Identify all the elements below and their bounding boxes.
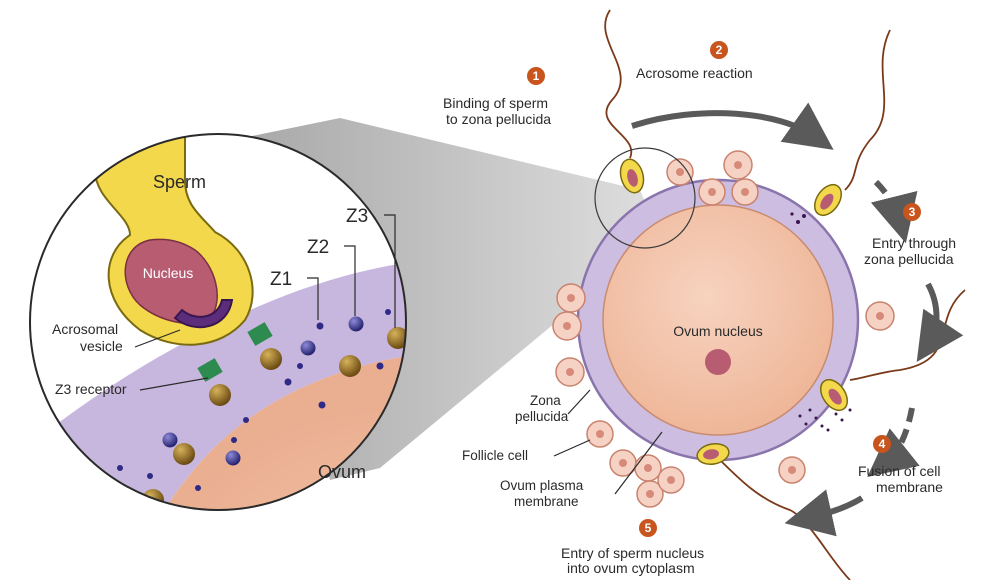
step-3: 3 Entry through zona pellucida: [864, 203, 960, 267]
step-4-label: Fusion of cell membrane: [858, 463, 944, 495]
ovum-nucleus-label: Ovum nucleus: [673, 323, 762, 339]
follicle-cell-label: Follicle cell: [462, 448, 528, 463]
step-2-label: Acrosome reaction: [636, 65, 753, 81]
ovum-plasma-membrane-label: Ovum plasma membrane: [500, 478, 587, 509]
step-4: 4 Fusion of cell membrane: [858, 435, 944, 495]
svg-text:2: 2: [716, 43, 723, 57]
svg-text:4: 4: [879, 437, 886, 451]
z2-label: Z2: [307, 237, 329, 258]
sperm-label: Sperm: [153, 172, 206, 192]
ovum-label: Ovum: [318, 462, 366, 482]
svg-text:1: 1: [533, 69, 540, 83]
step-1-label: Binding of sperm to zona pellucida: [443, 95, 552, 127]
zona-pellucida-leader: [568, 390, 590, 414]
z1-label: Z1: [270, 269, 292, 290]
step-3-label: Entry through zona pellucida: [864, 235, 960, 267]
step-5-label: Entry of sperm nucleus into ovum cytopla…: [561, 545, 708, 576]
follicle-cell-leader: [554, 440, 590, 456]
nucleus-label: Nucleus: [143, 265, 194, 281]
svg-text:5: 5: [645, 521, 652, 535]
main-ovum-body: [603, 205, 833, 435]
svg-text:3: 3: [909, 205, 916, 219]
ovum-nucleus: [705, 349, 731, 375]
z3-label: Z3: [346, 206, 368, 227]
step-2: 2 Acrosome reaction: [636, 41, 753, 81]
step-5: 5 Entry of sperm nucleus into ovum cytop…: [561, 519, 708, 576]
z3-receptor-label: Z3 receptor: [55, 381, 127, 397]
step-1: 1 Binding of sperm to zona pellucida: [443, 67, 552, 127]
zona-pellucida-label: Zona pellucida: [515, 393, 569, 424]
